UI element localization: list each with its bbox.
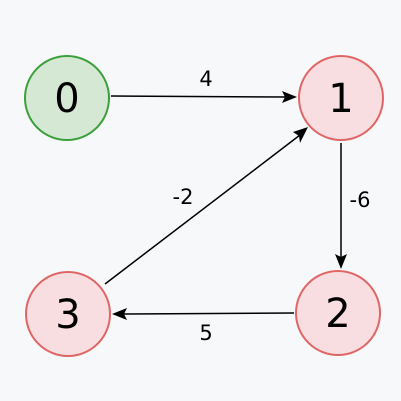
node-0-circle	[24, 55, 110, 141]
edge-2-to-3: 5	[112, 308, 295, 345]
edge-3-to-1-line	[104, 134, 301, 285]
node-2-label: 2	[325, 291, 350, 337]
edge-2-to-3-arrowhead	[112, 308, 127, 320]
node-2: 2	[295, 270, 381, 356]
node-0-label: 0	[54, 76, 79, 122]
edge-3-to-1-arrowhead	[293, 127, 308, 143]
node-1: 1	[298, 55, 384, 141]
node-3-circle	[25, 271, 111, 357]
edge-3-to-1-weight: -2	[173, 185, 194, 209]
edge-1-to-2: -6	[335, 143, 370, 269]
edge-2-to-3-weight: 5	[199, 321, 212, 345]
edge-2-to-3-line	[122, 312, 295, 315]
edge-0-to-1-line	[110, 95, 287, 98]
edge-1-to-2-weight: -6	[350, 188, 371, 212]
edge-0-to-1-weight: 4	[199, 67, 212, 91]
node-1-circle	[298, 55, 384, 141]
node-0: 0	[24, 55, 110, 141]
node-2-circle	[295, 270, 381, 356]
node-1-label: 1	[328, 76, 353, 122]
edge-0-to-1: 4	[110, 67, 297, 103]
edge-1-to-2-arrowhead	[335, 254, 347, 269]
node-3: 3	[25, 271, 111, 357]
edge-3-to-1: -2	[104, 127, 308, 285]
edge-0-to-1-arrowhead	[282, 91, 297, 103]
node-3-label: 3	[55, 292, 80, 338]
